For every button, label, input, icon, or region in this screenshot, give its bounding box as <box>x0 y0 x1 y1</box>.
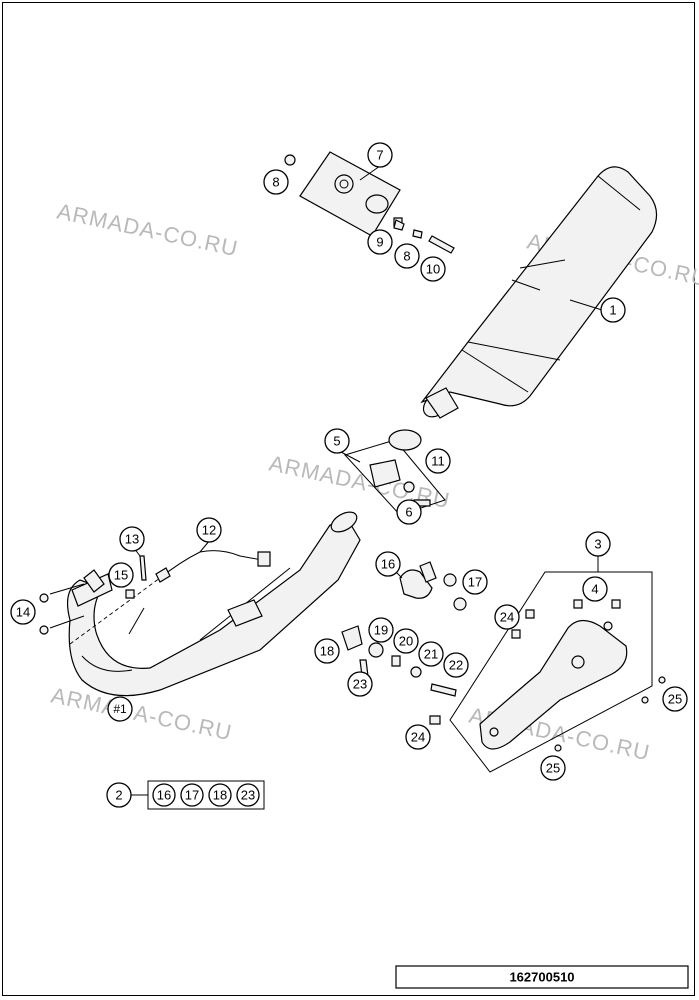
kit-item: 18 <box>208 783 232 807</box>
svg-text:18: 18 <box>213 788 227 803</box>
svg-text:3: 3 <box>594 537 601 552</box>
svg-text:23: 23 <box>241 788 255 803</box>
callout-10: 10 <box>420 256 446 282</box>
callout-13: 13 <box>119 526 145 552</box>
callout-2: 2 <box>106 782 132 808</box>
diagram-number: 162700510 <box>509 970 574 985</box>
callout-19: 19 <box>368 617 394 643</box>
bracket-part <box>284 151 455 254</box>
svg-text:6: 6 <box>405 505 412 520</box>
callout-4: 4 <box>582 576 608 602</box>
callout-6: 6 <box>396 499 422 525</box>
callout-25a: 25 <box>662 686 688 712</box>
header-pipe-part <box>39 511 361 697</box>
hardware-part <box>341 561 535 725</box>
svg-text:10: 10 <box>426 262 440 277</box>
callout-1: 1 <box>600 297 626 323</box>
callout-8a: 8 <box>263 169 289 195</box>
callout-11: 11 <box>425 448 451 474</box>
svg-text:7: 7 <box>376 148 383 163</box>
callout-14: 14 <box>10 599 36 625</box>
svg-text:8: 8 <box>272 175 279 190</box>
svg-text:15: 15 <box>114 568 128 583</box>
callout-15: 15 <box>108 562 134 588</box>
svg-text:11: 11 <box>431 454 445 469</box>
callout-8b: 8 <box>394 243 420 269</box>
svg-text:16: 16 <box>381 557 395 572</box>
kit-item: 23 <box>236 783 260 807</box>
svg-text:18: 18 <box>320 644 334 659</box>
silencer-part <box>420 166 658 419</box>
svg-text:8: 8 <box>403 249 410 264</box>
callout-22: 22 <box>443 652 469 678</box>
callout-21: 21 <box>418 641 444 667</box>
svg-text:17: 17 <box>185 788 199 803</box>
svg-text:13: 13 <box>125 532 139 547</box>
callout-25b: 25 <box>540 755 566 781</box>
svg-text:24: 24 <box>500 610 514 625</box>
svg-text:25: 25 <box>668 692 682 707</box>
svg-text:#1: #1 <box>113 702 127 716</box>
kit-item: 17 <box>180 783 204 807</box>
kit-item: 16 <box>152 783 176 807</box>
svg-text:16: 16 <box>157 788 171 803</box>
callout-17: 17 <box>462 569 488 595</box>
callout-9: 9 <box>367 229 393 255</box>
svg-text:24: 24 <box>411 730 425 745</box>
svg-text:22: 22 <box>449 658 463 673</box>
svg-text:17: 17 <box>468 575 482 590</box>
callout-3: 3 <box>585 531 611 557</box>
svg-text:20: 20 <box>399 634 413 649</box>
callout-18: 18 <box>314 638 340 664</box>
svg-text:4: 4 <box>591 582 598 597</box>
callout-hash1: #1 <box>107 696 133 722</box>
callout-7: 7 <box>367 142 393 168</box>
callout-23: 23 <box>347 671 373 697</box>
watermark: ARMADA-CO.RU <box>55 198 241 261</box>
svg-text:5: 5 <box>333 434 340 449</box>
callout-12: 12 <box>196 517 222 543</box>
svg-text:2: 2 <box>115 788 122 803</box>
svg-text:1: 1 <box>609 303 616 318</box>
callout-20: 20 <box>393 628 419 654</box>
svg-text:23: 23 <box>353 677 367 692</box>
callout-5: 5 <box>324 428 350 454</box>
sensor-part <box>69 550 271 645</box>
callout-24b: 24 <box>405 724 431 750</box>
svg-text:19: 19 <box>374 623 388 638</box>
kit-box: 16 17 18 23 <box>131 780 265 810</box>
svg-text:25: 25 <box>546 761 560 776</box>
diagram-number-box: 162700510 <box>395 965 689 989</box>
svg-text:12: 12 <box>202 523 216 538</box>
callout-16: 16 <box>375 551 401 577</box>
callouts: 1 2 3 4 5 6 7 8 9 8 10 11 12 13 14 15 16… <box>10 142 688 808</box>
svg-text:14: 14 <box>16 605 30 620</box>
svg-text:21: 21 <box>424 647 438 662</box>
callout-24a: 24 <box>494 604 520 630</box>
heat-shield-part <box>449 571 666 773</box>
svg-text:9: 9 <box>376 235 383 250</box>
